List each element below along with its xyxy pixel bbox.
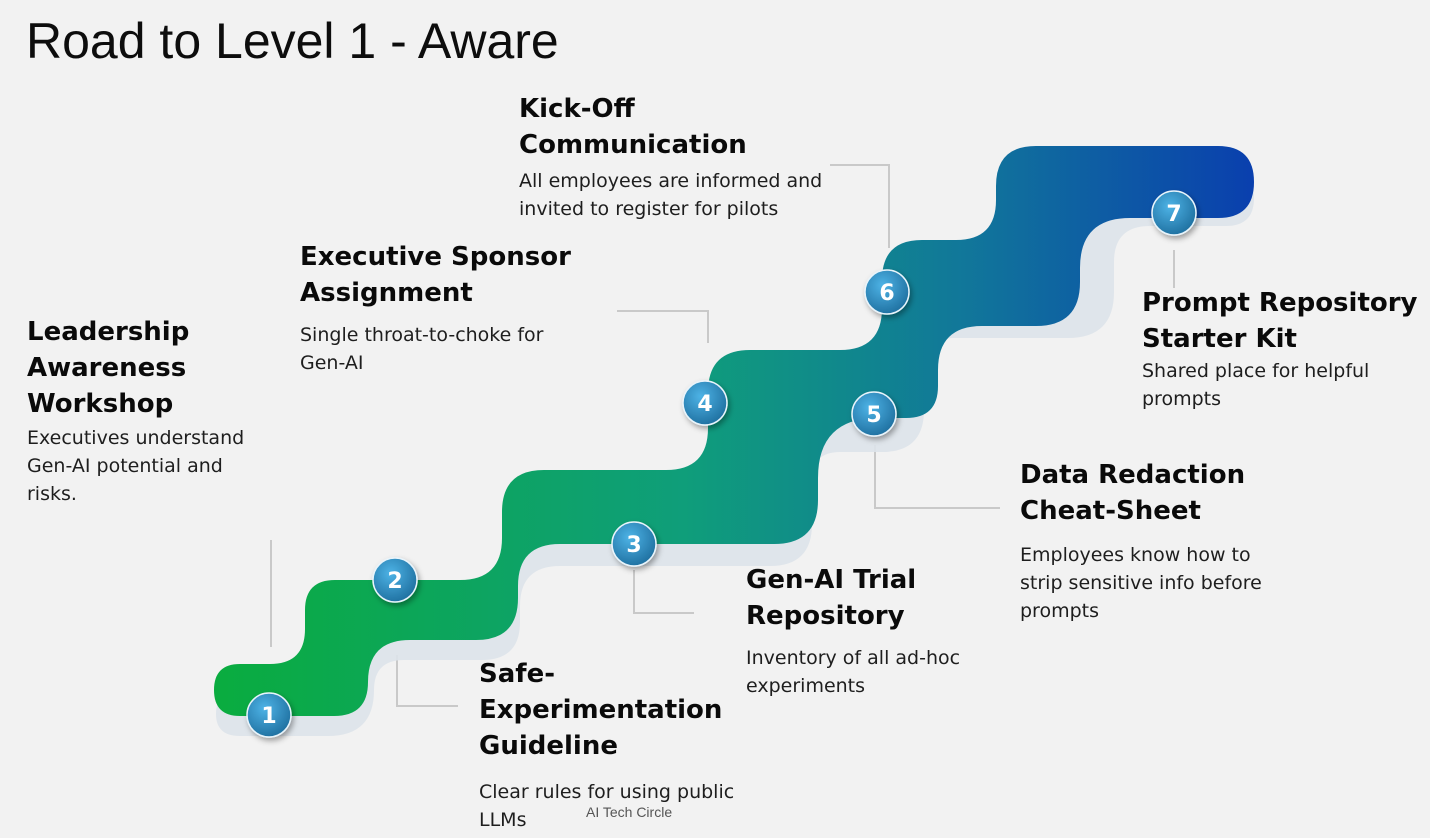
step-description: Shared place for helpful prompts: [1142, 360, 1370, 410]
step-number: 4: [697, 392, 712, 417]
step-heading: Leadership Awareness Workshop: [27, 317, 190, 419]
connector-3: [633, 570, 694, 614]
connector-6: [830, 164, 890, 248]
connector-4: [617, 310, 709, 343]
step-heading: Executive Sponsor Assignment: [300, 242, 571, 308]
connector-5: [874, 445, 1000, 509]
connector-2: [396, 655, 458, 707]
step-6-label: Kick-Off Communication All employees are…: [519, 91, 879, 223]
step-description: Single throat-to-choke for Gen-AI: [300, 324, 544, 374]
credit-watermark: AI Tech Circle: [586, 804, 673, 820]
step-number: 7: [1166, 202, 1181, 227]
connector-lines: [270, 164, 1175, 707]
step-heading: Kick-Off Communication: [519, 94, 747, 160]
step-1-label: Leadership Awareness Workshop Executives…: [27, 314, 277, 508]
step-number: 3: [626, 533, 641, 558]
step-5-label: Data Redaction Cheat-Sheet Employees kno…: [1020, 457, 1310, 625]
step-description: Clear rules for using public LLMs: [479, 781, 735, 831]
step-2-label: Safe- Experimentation Guideline Clear ru…: [479, 656, 779, 834]
step-number: 1: [261, 704, 276, 729]
staircase-path: [214, 146, 1254, 716]
step-badge-1: 1: [246, 692, 292, 738]
step-badge-2: 2: [372, 557, 418, 603]
step-description: Executives understand Gen-AI potential a…: [27, 427, 245, 505]
step-description: Employees know how to strip sensitive in…: [1020, 544, 1262, 622]
step-heading: Gen-AI Trial Repository: [746, 565, 917, 631]
step-number: 6: [879, 281, 894, 306]
step-description: Inventory of all ad-hoc experiments: [746, 647, 961, 697]
step-number: 2: [387, 569, 402, 594]
step-heading: Prompt Repository Starter Kit: [1142, 288, 1418, 354]
step-number: 5: [866, 403, 881, 428]
step-3-label: Gen-AI Trial Repository Inventory of all…: [746, 562, 1006, 700]
step-badge-5: 5: [851, 391, 897, 437]
step-heading: Data Redaction Cheat-Sheet: [1020, 460, 1246, 526]
step-7-label: Prompt Repository Starter Kit Shared pla…: [1142, 285, 1427, 413]
step-description: All employees are informed and invited t…: [519, 170, 823, 220]
step-badge-3: 3: [611, 521, 657, 567]
step-4-label: Executive Sponsor Assignment Single thro…: [300, 239, 600, 377]
step-heading: Safe- Experimentation Guideline: [479, 659, 723, 761]
step-badge-7: 7: [1151, 190, 1197, 236]
step-badge-4: 4: [682, 380, 728, 426]
step-badge-6: 6: [864, 269, 910, 315]
page-title: Road to Level 1 - Aware: [26, 13, 559, 69]
